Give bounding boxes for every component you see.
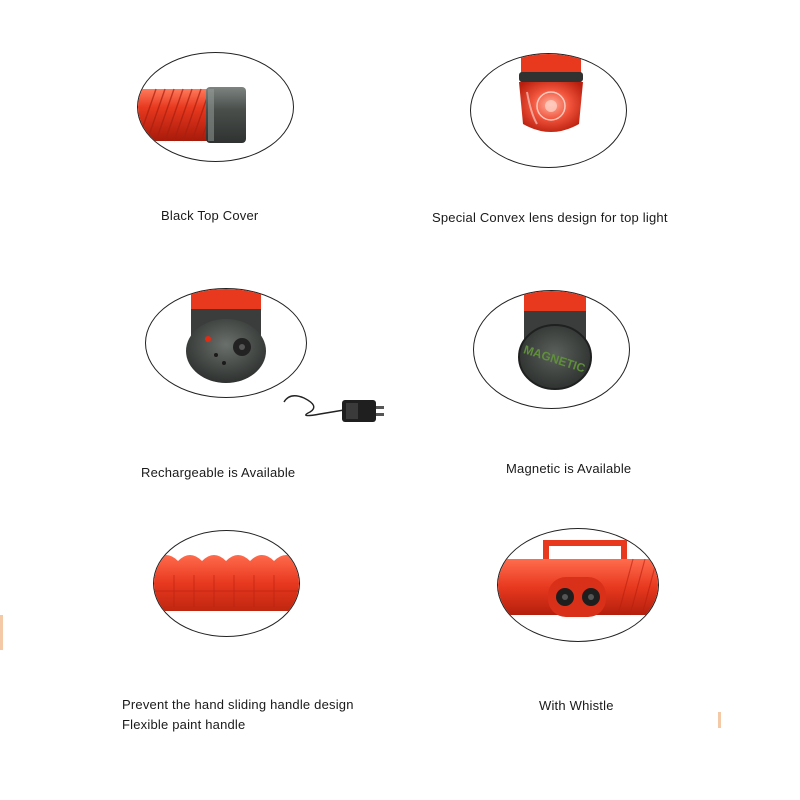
charger-adapter-icon	[283, 395, 384, 422]
handle-caption-line-2: Flexible paint handle	[122, 717, 246, 732]
magnetic-panel: MAGNETIC	[473, 290, 630, 409]
handle-panel	[153, 530, 300, 637]
whistle-panel	[497, 528, 659, 642]
whistle-caption: With Whistle	[539, 698, 614, 713]
charging-port-photo	[186, 289, 266, 383]
black-top-cover-photo	[138, 87, 246, 143]
handle-photo	[154, 555, 299, 611]
convex-lens-caption: Special Convex lens design for top light	[432, 210, 668, 225]
convex-lens-photo	[519, 54, 583, 132]
top-cover-panel	[137, 52, 294, 162]
convex-lens-panel	[470, 53, 627, 168]
handle-caption-line-1: Prevent the hand sliding handle design	[122, 697, 354, 712]
magnetic-caption: Magnetic is Available	[506, 461, 632, 476]
magnetic-base-photo: MAGNETIC	[518, 291, 592, 390]
whistle-photo	[498, 540, 658, 617]
edge-mark-right	[718, 712, 721, 728]
edge-mark-left	[0, 615, 3, 650]
rechargeable-panel	[145, 288, 307, 398]
rechargeable-caption: Rechargeable is Available	[141, 465, 296, 480]
top-cover-caption: Black Top Cover	[161, 208, 259, 223]
